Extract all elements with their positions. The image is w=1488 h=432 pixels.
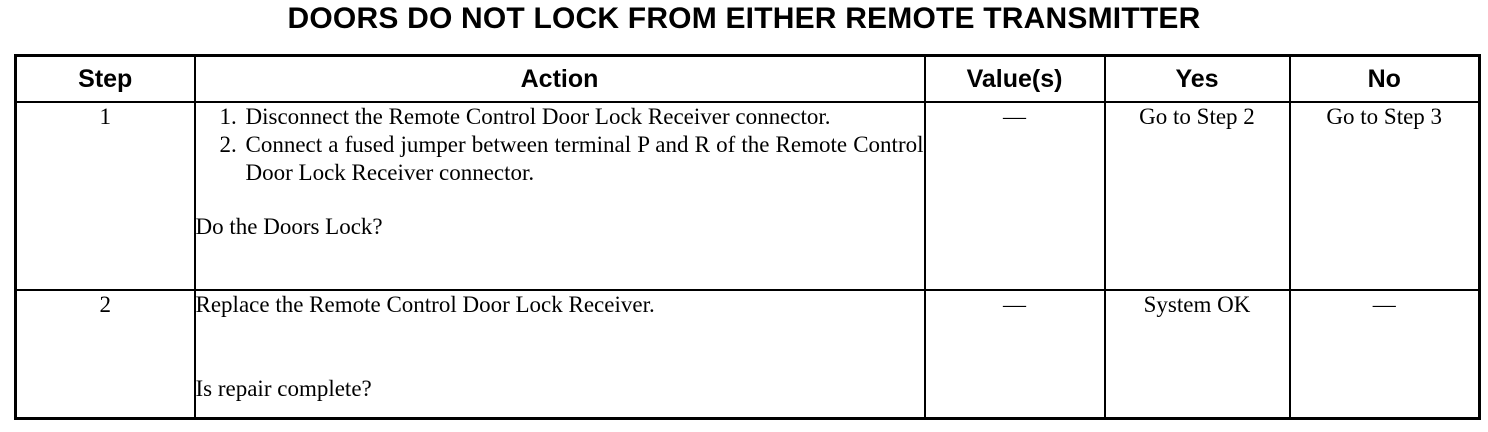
action-step-list: 1. Disconnect the Remote Control Door Lo… [220, 103, 924, 187]
list-item: 2. Connect a fused jumper between termin… [220, 131, 924, 187]
cell-action: Replace the Remote Control Door Lock Rec… [193, 289, 926, 420]
column-header-no: No [1288, 54, 1481, 103]
column-header-step: Step [14, 54, 196, 103]
column-header-yes: Yes [1103, 54, 1291, 103]
cell-no: — [1288, 289, 1481, 420]
cell-value: — [923, 101, 1106, 291]
cell-yes: Go to Step 2 [1103, 101, 1291, 291]
table-row: 1 1. Disconnect the Remote Control Door … [14, 101, 1481, 291]
list-item-number: 1. [219, 104, 237, 129]
table-row: 2 Replace the Remote Control Door Lock R… [14, 289, 1481, 420]
cell-step-number: 1 [14, 101, 196, 291]
cell-value: — [923, 289, 1106, 420]
column-header-action: Action [193, 54, 926, 103]
page-title: DOORS DO NOT LOCK FROM EITHER REMOTE TRA… [287, 2, 1201, 35]
cell-action: 1. Disconnect the Remote Control Door Lo… [193, 101, 926, 291]
table-header: Step Action Value(s) Yes No [14, 54, 1481, 103]
cell-step-number: 2 [14, 289, 196, 420]
header-row: Step Action Value(s) Yes No [14, 54, 1481, 103]
list-item: 1. Disconnect the Remote Control Door Lo… [220, 103, 924, 131]
diagnostic-table: Step Action Value(s) Yes No 1 1. Disconn… [14, 54, 1481, 420]
list-item-number: 2. [219, 132, 237, 157]
table-body: 1 1. Disconnect the Remote Control Door … [14, 101, 1481, 420]
cell-no: Go to Step 3 [1288, 101, 1481, 291]
cell-yes: System OK [1103, 289, 1291, 420]
action-line: Replace the Remote Control Door Lock Rec… [195, 292, 655, 317]
list-item-text: Connect a fused jumper between terminal … [245, 132, 924, 185]
column-header-value: Value(s) [923, 54, 1106, 103]
list-item-text: Disconnect the Remote Control Door Lock … [245, 104, 831, 129]
action-question: Is repair complete? [195, 376, 372, 401]
action-question: Do the Doors Lock? [195, 214, 383, 239]
